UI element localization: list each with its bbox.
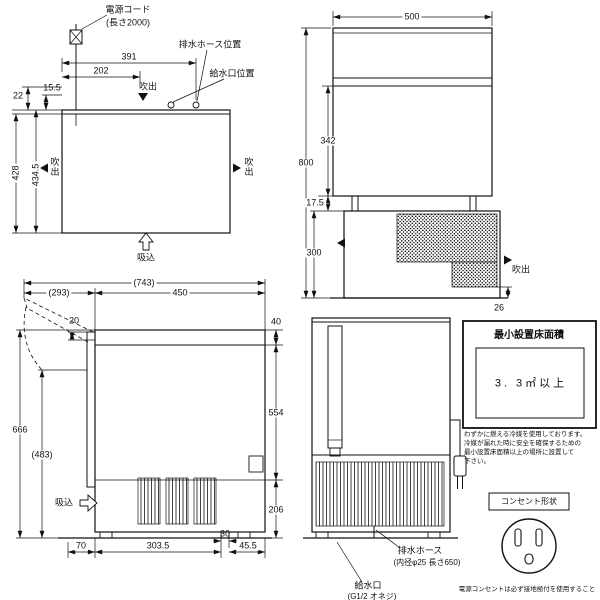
door-open-swing [23,297,94,373]
power-cord-with-plug [450,419,467,489]
top-view [12,14,241,251]
floor-area-title: 最小設置床面積 [494,330,564,341]
front-view [301,11,512,299]
floor-area-panel [462,320,597,429]
water-inlet-fitting [329,447,341,457]
dim-300: 300 [304,247,324,258]
side-louver-2 [165,477,189,525]
dim-500: 500 [402,11,422,22]
door-closed [86,331,96,488]
drain-hose-position-label: 排水ホース位置 [178,39,242,50]
dim-342: 342 [318,135,338,146]
blow-left-arrow-icon [40,163,48,173]
water-inlet-channel [327,325,343,449]
condenser-grille-front-lower [451,261,498,288]
dim-428: 428 [10,163,21,183]
dim-20: 20 [68,315,80,326]
dim-450: 450 [170,287,190,298]
drain-hose-spec-label: (内径φ25 長さ650) [393,558,461,567]
dim-303-5: 303.5 [144,540,172,551]
blow-left-label: 吹出 [49,157,60,177]
condenser-rear [315,461,445,527]
floor-area-note-4: 下さい。 [464,458,490,465]
dim-15-5: 15.5 [43,82,61,93]
outlet-note: 電源コンセントは必ず接地極付を使用すること [458,585,596,593]
outlet-shape-icon [501,518,557,574]
outlet-shape-label: コンセント形状 [501,497,557,506]
blow-right-label: 吹出 [243,157,254,177]
side-louver-3 [193,477,217,525]
drain-hose-label: 排水ホース [397,545,443,556]
dim-391: 391 [119,51,139,62]
junction-box [248,455,264,473]
front-blow-right-label: 吹出 [511,264,531,275]
dim-30: 30 [219,528,231,539]
dim-483: (483) [29,449,55,460]
suction-label: 吸込 [136,252,156,263]
floor-area-value: 3. 3㎡以上 [494,377,568,390]
dim-45-5: 45.5 [237,540,259,551]
airflow-left-arrow-icon [337,238,345,248]
blow-right-arrow-icon [233,163,241,173]
suction-right-arrow-icon [79,493,98,513]
power-cord-length-label: (長さ2000) [105,17,151,28]
rear-view [303,317,467,583]
water-inlet-spec-label: (G1/2 オネジ) [347,592,397,600]
dim-206: 206 [266,504,286,515]
floor-area-note-1: わずかに燃える冷媒を使用しております。 [464,431,587,438]
drain-hose-mark [192,101,200,109]
water-inlet-port-mark [167,101,175,109]
dim-22: 22 [12,90,24,101]
side-louver-1 [137,477,161,525]
suction-up-arrow-icon [138,232,154,251]
dim-293: (293) [46,287,72,298]
condenser-grille-front [396,213,498,263]
side-suction-label: 吸込 [54,497,74,508]
dim-202: 202 [91,65,111,76]
blow-front-label: 吹出 [138,81,158,92]
water-inlet-position-label: 給水口位置 [209,68,255,79]
dim-434-5: 434.5 [30,161,41,189]
dim-17-5: 17.5 [304,197,326,208]
outlet-panel [488,492,570,574]
floor-area-note-2: 冷媒が漏れた時に安全を確保するための [464,440,581,447]
dim-743: (743) [131,277,157,288]
power-cord-plug-icon [69,24,83,45]
dim-800: 800 [296,157,316,168]
dim-70: 70 [73,540,89,551]
dim-26: 26 [493,302,505,313]
dim-666: 666 [10,424,30,435]
blow-down-arrow-icon [138,93,148,101]
side-view [16,279,283,558]
power-cord-label: 電源コード [105,4,151,15]
floor-area-note-3: 最小設置床面積以上の場所に設置して [464,449,575,456]
dim-40: 40 [268,316,284,327]
water-inlet-label: 給水口 [354,580,382,591]
blow-right-arrow-icon [504,255,512,265]
dim-554: 554 [266,407,286,418]
